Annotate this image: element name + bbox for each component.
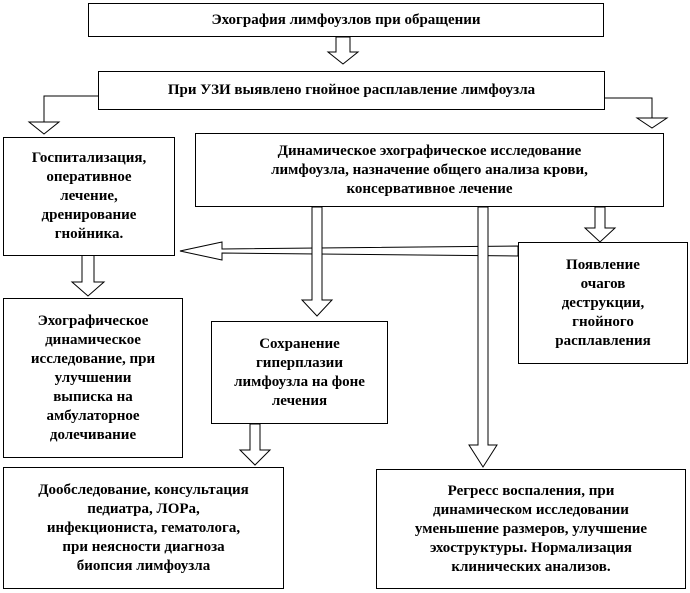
box-additional-examination: Дообследование, консультация педиатра, Л… — [3, 467, 284, 589]
arrow-b5-to-b3 — [179, 241, 519, 261]
box-additional-examination-text: Дообследование, консультация педиатра, Л… — [38, 481, 249, 574]
box-purulent-melting-detected: При УЗИ выявлено гнойное расплавление ли… — [98, 71, 605, 110]
arrow-b2-to-b4-line — [605, 97, 653, 118]
box-inflammation-regress-text: Регресс воспаления, при динамическом исс… — [414, 482, 648, 575]
box-purulent-melting-detected-text: При УЗИ выявлено гнойное расплавление ли… — [167, 82, 536, 98]
box-hyperplasia-persists-text: Сохранение гиперплазии лимфоузла на фоне… — [234, 335, 365, 409]
arrow-b3-to-b6 — [70, 254, 106, 297]
box-exography-initial-text: Эхография лимфоузлов при обращении — [211, 11, 481, 28]
arrow-b2-to-b3-line — [43, 95, 98, 122]
arrow-b4-to-b7 — [300, 206, 334, 317]
box-hospitalization-text: Госпитализация, оперативное лечение, дре… — [31, 150, 147, 242]
arrow-b2-to-b4-head — [635, 117, 669, 129]
box-hospitalization: Госпитализация, оперативное лечение, дре… — [3, 137, 175, 256]
box-dynamic-exam-discharge-text: Эхографическое динамическое исследование… — [30, 312, 156, 443]
box-exography-initial: Эхография лимфоузлов при обращении — [88, 3, 604, 37]
box-hyperplasia-persists: Сохранение гиперплазии лимфоузла на фоне… — [211, 321, 388, 424]
box-destruction-foci-text: Появление очагов деструкции, гнойного ра… — [555, 256, 651, 349]
box-dynamic-examination: Динамическое эхографическое исследование… — [195, 133, 664, 207]
box-dynamic-examination-text: Динамическое эхографическое исследование… — [271, 142, 588, 197]
arrow-b7-to-b8 — [238, 423, 272, 466]
box-dynamic-exam-discharge: Эхографическое динамическое исследование… — [3, 298, 183, 458]
box-inflammation-regress: Регресс воспаления, при динамическом исс… — [376, 469, 686, 589]
arrow-b4-to-b9 — [468, 206, 498, 468]
box-destruction-foci: Появление очагов деструкции, гнойного ра… — [518, 242, 688, 364]
arrow-b1-to-b2 — [326, 36, 360, 65]
arrow-b4-to-b5 — [583, 206, 617, 243]
arrow-b2-to-b3-head — [27, 121, 61, 135]
